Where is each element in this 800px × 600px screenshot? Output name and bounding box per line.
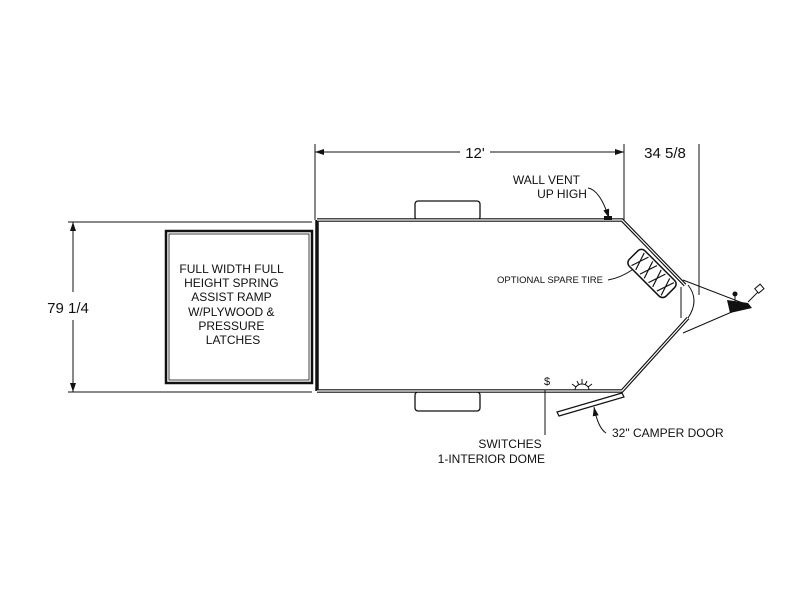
spare-tire-label: OPTIONAL SPARE TIRE <box>497 275 603 286</box>
coupler-icon <box>727 300 752 313</box>
ramp-label: FULL WIDTH FULL HEIGHT SPRING ASSIST RAM… <box>179 262 286 347</box>
spare-tire-callout: OPTIONAL SPARE TIRE <box>497 269 633 286</box>
length-dimension: 12' <box>314 144 625 220</box>
switches-label: SWITCHES <box>478 437 541 451</box>
length-label: 12' <box>465 145 485 162</box>
svg-text:SWITCHES 1-INTERIOR DOME: SWITCHES 1-INTERIOR DOME <box>438 437 545 466</box>
wall-vent-callout: WALL VENT UP HIGH <box>513 173 612 220</box>
trailer-body <box>315 218 695 393</box>
fender-top <box>414 200 481 221</box>
tongue-length-label: 34 5/8 <box>644 145 686 162</box>
wall-vent-label: WALL VENT <box>513 173 581 187</box>
switch-icon: $ <box>544 376 550 388</box>
fender-bottom <box>414 391 481 412</box>
camper-door-label: 32" CAMPER DOOR <box>612 426 724 440</box>
camper-door-callout: 32" CAMPER DOOR <box>592 406 724 440</box>
width-label: 79 1/4 <box>47 300 89 317</box>
dome-light-icon <box>571 379 593 391</box>
spare-tire-icon <box>627 248 677 299</box>
width-dimension: 79 1/4 <box>47 221 312 393</box>
svg-text:WALL VENT UP HIGH: WALL VENT UP HIGH <box>513 173 587 201</box>
rear-ramp: FULL WIDTH FULL HEIGHT SPRING ASSIST RAM… <box>164 229 314 385</box>
switches-callout: SWITCHES 1-INTERIOR DOME <box>438 390 546 466</box>
camper-door <box>556 392 625 417</box>
tongue-dimension: 34 5/8 <box>644 144 700 295</box>
trailer-tongue <box>682 279 765 334</box>
